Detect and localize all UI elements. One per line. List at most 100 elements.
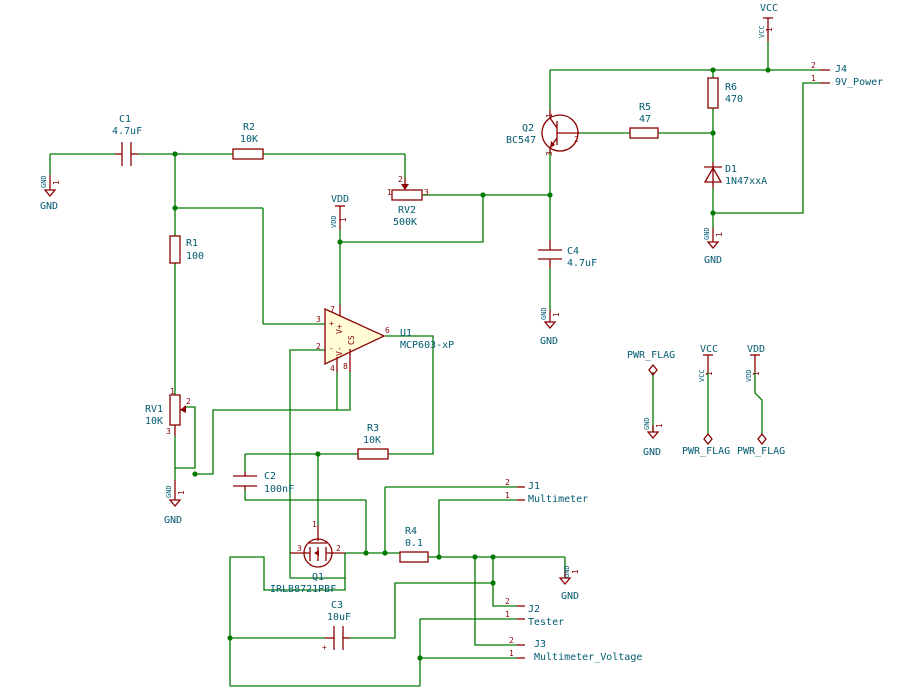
c4-value: 4.7uF <box>567 258 597 269</box>
q2-value: BC547 <box>506 135 536 146</box>
diode-d1: D1 1N47xxA <box>703 162 767 188</box>
u1-pin-8: 8 <box>343 362 348 371</box>
gnd-symbol-r4: GND GND 1 <box>558 565 580 602</box>
r4-value: 0.1 <box>405 538 423 549</box>
mosfet-q1: 1 3 2 Q1 IRLB8721PBF <box>270 520 345 595</box>
j1-pin-1: 1 <box>505 491 510 500</box>
u1-pin-6: 6 <box>385 326 390 335</box>
capacitor-c2: C2 100nF <box>233 471 294 495</box>
svg-text:GND: GND <box>164 515 182 526</box>
gnd-symbol-input: GND GND 1 <box>40 175 61 212</box>
q1-pin-1: 1 <box>312 520 317 529</box>
svg-text:1: 1 <box>705 371 714 376</box>
r5-value: 47 <box>639 114 651 125</box>
connector-j4: 2 1 J4 9V_Power <box>811 61 883 88</box>
r2-ref: R2 <box>243 122 255 133</box>
d1-value: 1N47xxA <box>725 176 767 187</box>
c1-value: 4.7uF <box>112 126 142 137</box>
opamp-u1: 3 2 + - 7 4 8 6 V+ V- CS U1 MCP603-xP <box>316 305 454 373</box>
j2-pin-2: 2 <box>505 597 510 606</box>
svg-text:1: 1 <box>52 180 61 185</box>
q2-pin-2: 2 <box>574 135 579 144</box>
j1-value: Multimeter <box>528 494 588 505</box>
c4-ref: C4 <box>567 246 579 257</box>
rv1-value: 10K <box>145 416 163 427</box>
c3-plus: + <box>322 643 327 652</box>
pwr-flag-label-2: PWR_FLAG <box>682 446 730 457</box>
potentiometer-rv2: 1 2 3 RV2 500K <box>387 175 429 228</box>
u1-minus: - <box>329 344 334 353</box>
vcc-flag-label: VCC <box>700 344 718 355</box>
svg-text:1: 1 <box>655 423 664 428</box>
u1-pin-3: 3 <box>316 315 321 324</box>
rv1-pin-2: 2 <box>186 397 191 406</box>
rv2-pin-1: 1 <box>387 188 392 197</box>
rv2-ref: RV2 <box>398 205 416 216</box>
vdd-opamp-label: VDD <box>331 194 349 205</box>
svg-text:GND: GND <box>540 336 558 347</box>
u1-vplus: V+ <box>335 324 344 334</box>
q1-pin-2: 2 <box>336 544 341 553</box>
j2-ref: J2 <box>528 604 540 615</box>
resistor-r6: R6 470 <box>707 77 743 109</box>
r3-ref: R3 <box>367 423 379 434</box>
resistor-r1: R1 100 <box>169 235 204 264</box>
rv1-pin-3: 3 <box>166 427 171 436</box>
c3-value: 10uF <box>327 612 351 623</box>
r1-value: 100 <box>186 251 204 262</box>
junctions <box>172 67 771 661</box>
resistor-r2: R2 10K <box>232 122 264 160</box>
pwr-flag-gnd: PWR_FLAG <box>627 350 675 377</box>
u1-vminus: V- <box>335 346 344 356</box>
svg-text:1: 1 <box>571 569 580 574</box>
connector-j3: 2 1 J3 Multimeter_Voltage <box>509 636 642 663</box>
pwr-flag-vdd: VDD VDD 1 PWR_FLAG <box>737 344 785 457</box>
j3-pin-1: 1 <box>509 649 514 658</box>
svg-text:1: 1 <box>177 490 186 495</box>
capacitor-c1: C1 4.7uF <box>112 114 142 166</box>
svg-text:1: 1 <box>552 312 561 317</box>
svg-text:GND: GND <box>704 255 722 266</box>
j4-pin-2: 2 <box>811 61 816 70</box>
svg-text:GND: GND <box>643 417 651 430</box>
pwr-flag-vcc: VCC VCC 1 PWR_FLAG <box>682 344 730 457</box>
gnd-symbol-rv1: GND GND 1 <box>164 480 186 526</box>
u1-pin-4: 4 <box>330 364 335 373</box>
wires <box>49 42 820 687</box>
vcc-top-label: VCC <box>760 3 778 14</box>
u1-pin-7: 7 <box>330 305 335 314</box>
j4-value: 9V_Power <box>835 77 883 88</box>
q2-ref: Q2 <box>522 123 534 134</box>
j4-ref: J4 <box>835 64 847 75</box>
c2-value: 100nF <box>264 484 294 495</box>
r1-ref: R1 <box>186 238 198 249</box>
j3-pin-2: 2 <box>509 636 514 645</box>
potentiometer-rv1: 1 2 3 RV1 10K <box>145 387 191 436</box>
gnd-symbol-c4: GND GND 1 <box>540 307 561 347</box>
svg-text:1: 1 <box>339 217 348 222</box>
svg-text:VCC: VCC <box>698 369 706 382</box>
u1-cs: CS <box>347 335 356 345</box>
svg-text:VDD: VDD <box>745 369 753 382</box>
r2-value: 10K <box>240 134 258 145</box>
svg-text:1: 1 <box>715 232 724 237</box>
gnd-symbol-flag: GND GND 1 <box>643 417 664 458</box>
c2-ref: C2 <box>264 471 276 482</box>
r3-value: 10K <box>363 435 381 446</box>
u1-value: MCP603-xP <box>400 340 454 351</box>
svg-text:1: 1 <box>765 27 774 32</box>
rv2-pin-3: 3 <box>424 188 429 197</box>
j2-value: Tester <box>528 617 564 628</box>
pwr-flag-label-3: PWR_FLAG <box>737 446 785 457</box>
q1-ref: Q1 <box>312 572 324 583</box>
svg-text:GND: GND <box>563 565 571 578</box>
d1-ref: D1 <box>725 164 737 175</box>
gnd-symbol-d1: GND GND 1 <box>703 227 724 266</box>
q1-value: IRLB8721PBF <box>270 584 336 595</box>
vdd-flag-label: VDD <box>747 344 765 355</box>
j3-ref: J3 <box>534 639 546 650</box>
svg-text:GND: GND <box>165 485 173 498</box>
svg-text:GND: GND <box>540 307 548 320</box>
pwr-flag-label-1: PWR_FLAG <box>627 350 675 361</box>
